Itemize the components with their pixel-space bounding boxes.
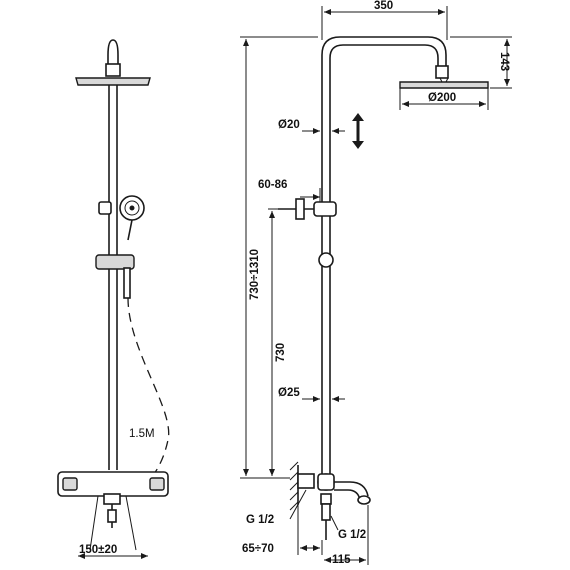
inlet-guide-left xyxy=(89,495,99,551)
mixer-knob-left xyxy=(62,477,78,491)
mixer-outlet-block xyxy=(103,493,121,505)
slide-holder xyxy=(95,254,135,270)
side-view: 350 143 Ø200 Ø20 60-86 xyxy=(240,0,512,566)
rain-shower-head-side xyxy=(399,81,489,89)
conn-right-leader xyxy=(330,515,339,531)
wall-offset-label: 65÷70 xyxy=(242,543,274,555)
mixer-box-side xyxy=(317,473,335,491)
hand-shower-neck xyxy=(127,219,133,241)
holder-bracket-side xyxy=(295,198,305,220)
inlet-guide-right xyxy=(125,495,137,551)
wall-section xyxy=(289,461,299,511)
height-adjustment-label: 60-86 xyxy=(258,179,287,191)
wall-connector-side xyxy=(297,473,315,489)
connection-left-label: G 1/2 xyxy=(246,514,274,526)
spout-lower xyxy=(334,489,361,501)
mixer-knob-right xyxy=(149,477,165,491)
spout-upper xyxy=(334,481,369,497)
lower-pipe-diameter-label: Ø25 xyxy=(278,387,300,399)
head-diameter-label: Ø200 xyxy=(428,92,456,104)
hand-shower-holder xyxy=(98,201,112,215)
head-pivot xyxy=(439,77,449,83)
head-height-label: 143 xyxy=(498,52,510,71)
hand-shower-center xyxy=(129,205,135,211)
riser-arm-outer xyxy=(321,36,447,478)
connection-right-label: G 1/2 xyxy=(338,529,366,541)
inlet-spacing-label: 150±20 xyxy=(79,544,117,556)
hand-shower-handle xyxy=(123,267,131,299)
lower-height-label: 730 xyxy=(275,343,287,362)
spout-tip xyxy=(357,495,371,505)
slider-knob-side xyxy=(318,252,334,268)
outlet-pipe-side xyxy=(321,503,331,521)
total-height-label: 730÷1310 xyxy=(249,249,261,300)
outlet-nut-side xyxy=(320,493,332,505)
head-connector xyxy=(105,63,121,77)
spout-length-label: 115 xyxy=(332,554,351,566)
rain-shower-head xyxy=(75,77,151,86)
riser-arm-inner xyxy=(329,44,439,478)
hand-shower-face xyxy=(124,200,140,216)
hose-length-label: 1.5M xyxy=(129,428,155,440)
upper-pipe-diameter-label: Ø20 xyxy=(278,119,300,131)
shower-hose xyxy=(127,297,170,481)
top-width-label: 350 xyxy=(374,0,393,12)
double-arrow-vertical-icon xyxy=(352,113,364,149)
head-joint-side xyxy=(435,65,449,79)
holder-clamp-side xyxy=(313,201,337,217)
riser-top-bend xyxy=(107,39,119,74)
outlet-nut xyxy=(107,509,117,523)
front-view: 1.5M 150±20 xyxy=(57,39,170,559)
conn-left-leader xyxy=(289,489,307,520)
